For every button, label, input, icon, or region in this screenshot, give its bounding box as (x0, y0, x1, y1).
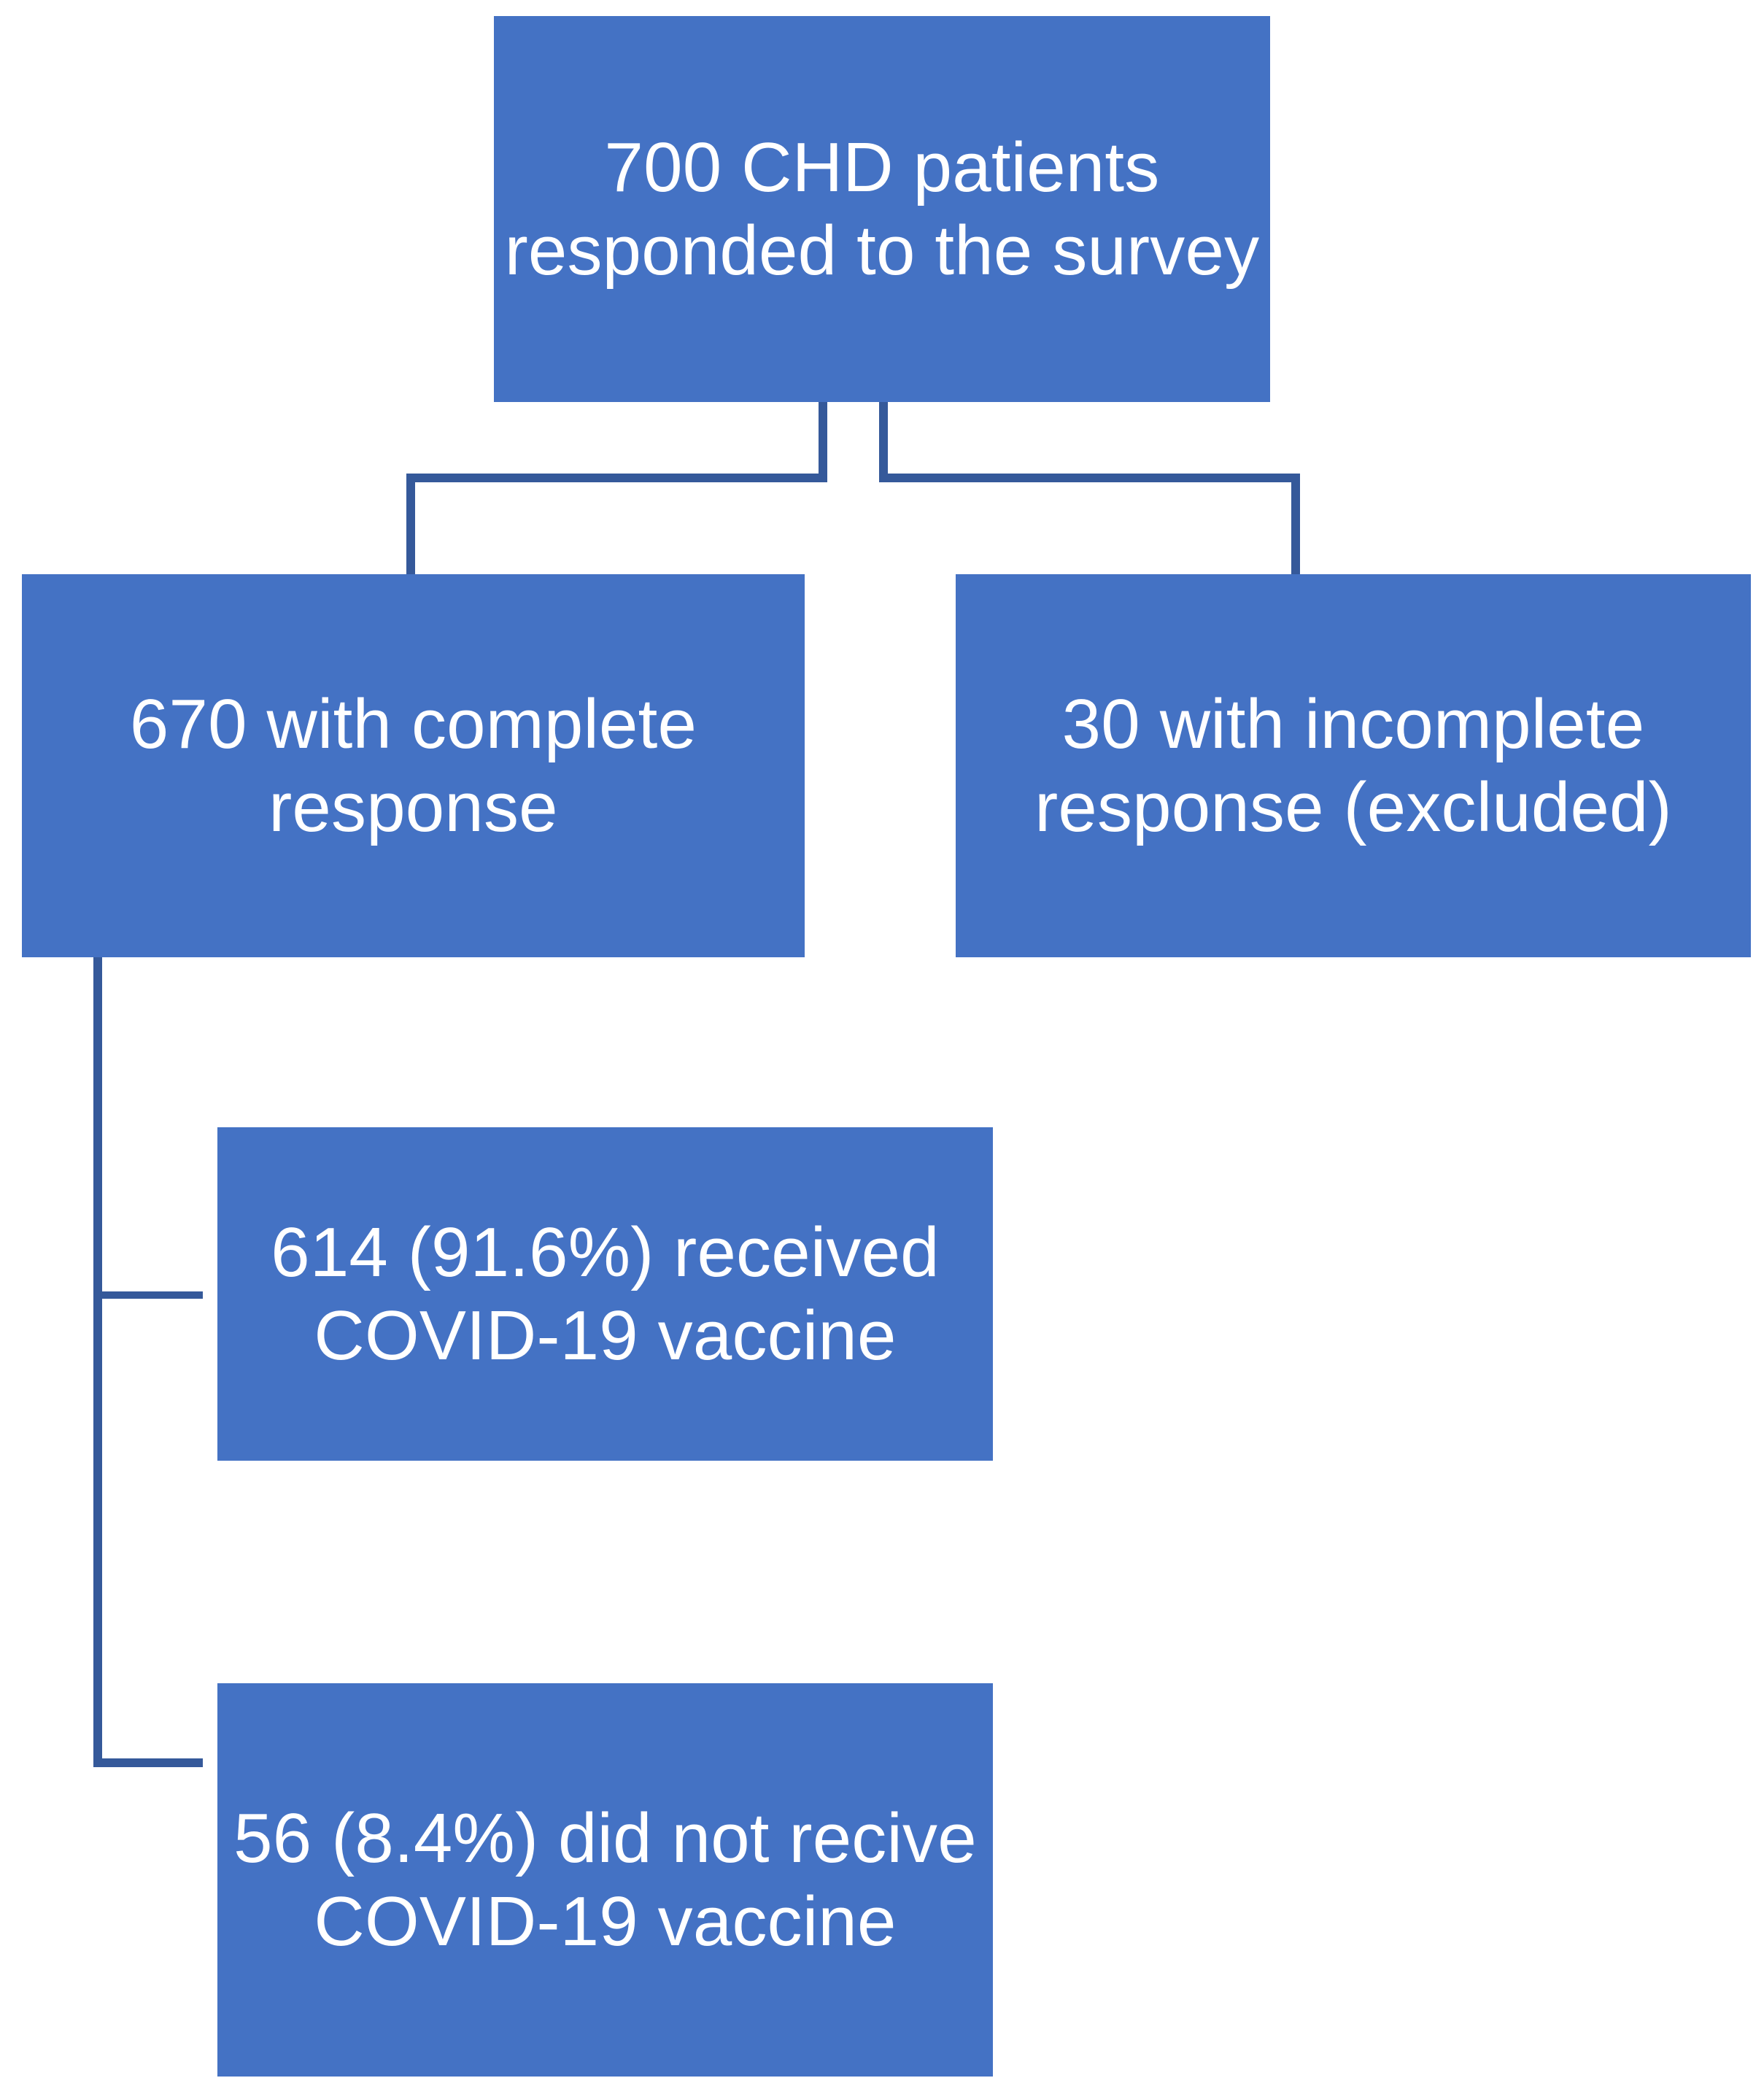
node-root-respondents: 700 CHD patients responded to the survey (494, 16, 1270, 402)
connector-root-to-incomplete-horizontal (879, 474, 1300, 482)
node-received-covid19-vaccine: 614 (91.6%) received COVID-19 vaccine (217, 1127, 993, 1461)
connector-complete-stem-vertical (93, 957, 102, 1767)
node-did-not-receive-covid19-vaccine: 56 (8.4%) did not recive COVID-19 vaccin… (217, 1683, 993, 2077)
node-complete-response: 670 with complete response (22, 574, 805, 957)
connector-into-complete-vertical (406, 474, 415, 574)
connector-into-incomplete-vertical (1291, 474, 1300, 574)
connector-into-unvaccinated-horizontal (93, 1758, 203, 1767)
connector-root-to-incomplete-vertical (879, 402, 888, 482)
connector-root-to-complete-horizontal (406, 474, 827, 482)
connector-into-vaccinated-horizontal (93, 1291, 203, 1299)
connector-root-to-complete-vertical (819, 402, 827, 482)
node-incomplete-response-excluded: 30 with incomplete response (excluded) (956, 574, 1751, 957)
